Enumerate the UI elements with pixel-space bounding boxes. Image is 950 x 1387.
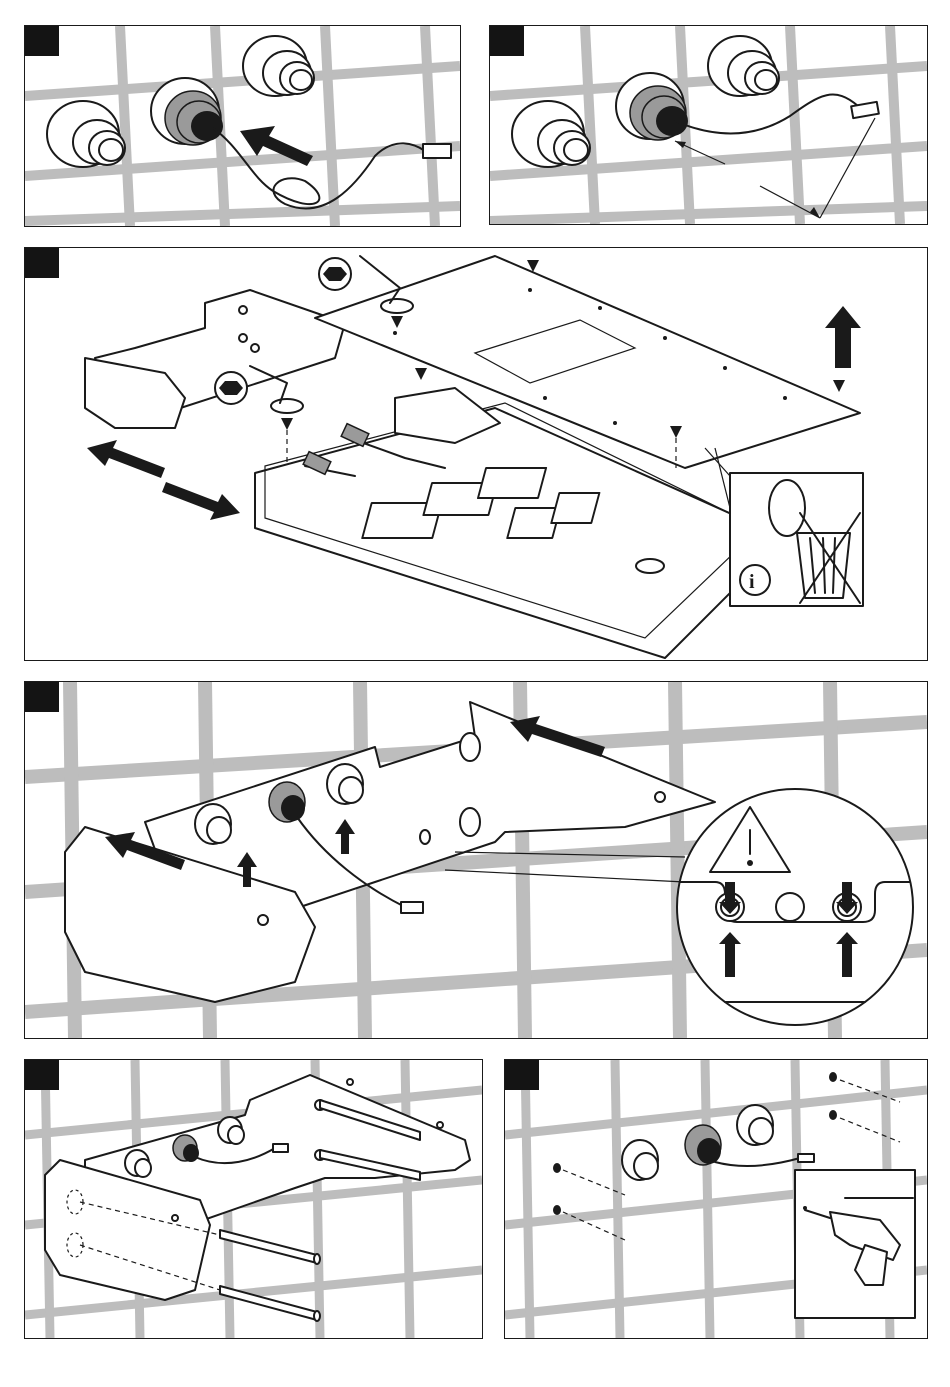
svg-text:i: i — [749, 571, 755, 593]
step-panel-1 — [24, 25, 461, 227]
step-4-badge — [25, 682, 59, 712]
step-panel-4 — [24, 681, 928, 1039]
pipe-fitting-right — [243, 36, 314, 96]
step-panel-6 — [504, 1059, 928, 1339]
drill-icon — [795, 1170, 915, 1318]
step-panel-5 — [24, 1059, 483, 1339]
device-open-cover-illustration: i — [25, 248, 927, 660]
drill-holes-illustration — [505, 1060, 927, 1338]
step-3-badge — [25, 248, 59, 278]
measurement-lines — [675, 118, 875, 218]
arrow-up-icon — [825, 306, 861, 368]
step-panel-3: i — [24, 247, 928, 661]
step-2-badge — [490, 26, 524, 56]
wall-bracket — [85, 290, 345, 428]
pipe-fitting-left — [47, 101, 125, 167]
step-1-badge — [25, 26, 59, 56]
cable — [675, 95, 879, 134]
pipe-fitting-left — [512, 101, 590, 167]
wall-install-illustration-2 — [490, 26, 927, 224]
step-6-badge — [505, 1060, 539, 1090]
step-5-badge — [25, 1060, 59, 1090]
wall-install-illustration-1 — [25, 26, 460, 226]
double-arrow-icon — [87, 440, 240, 520]
info-icon — [740, 565, 770, 595]
cable-connector-icon — [423, 144, 451, 158]
anchor-bolt-illustration — [25, 1060, 482, 1338]
step-panel-2 — [489, 25, 928, 225]
pipe-fitting-right — [708, 36, 779, 96]
bracket-mount-illustration — [25, 682, 927, 1038]
